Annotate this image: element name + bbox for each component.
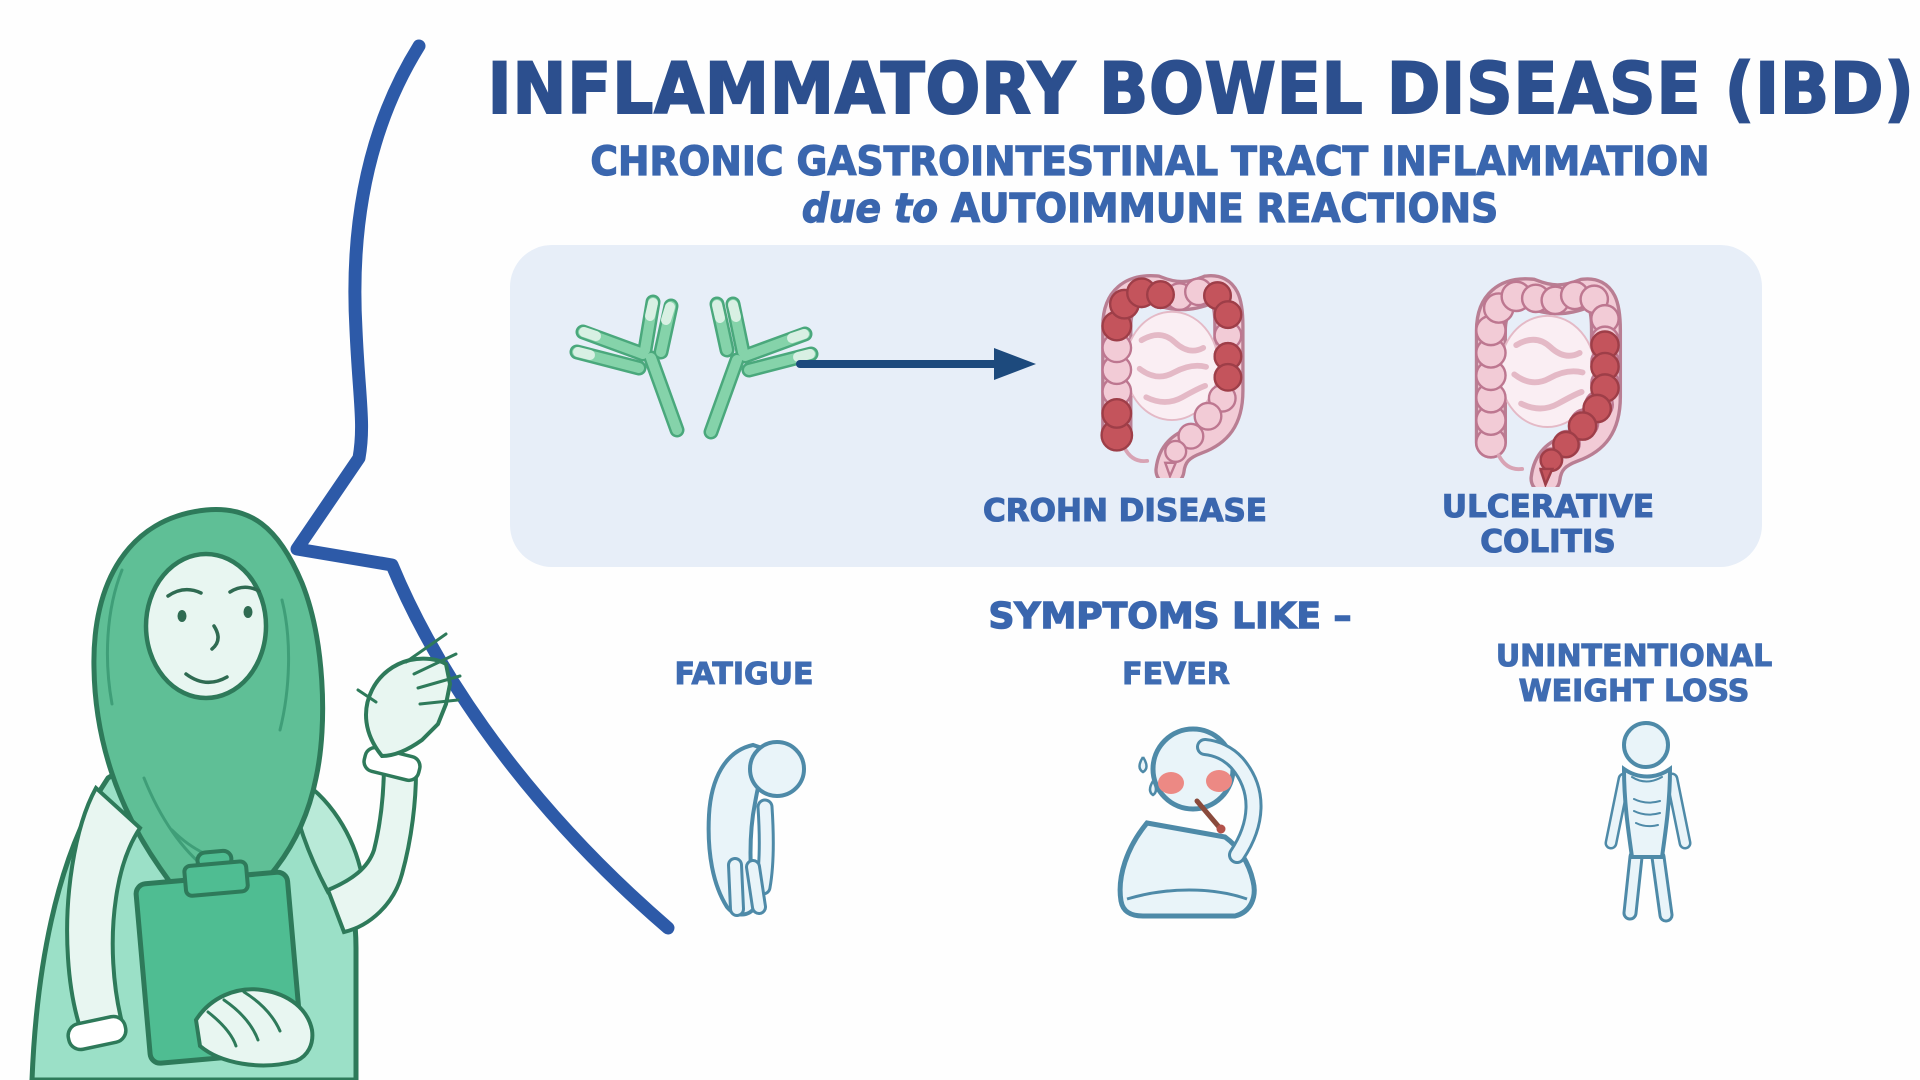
symptoms-heading: SYMPTOMS LIKE – xyxy=(988,595,1352,637)
antibody-icon xyxy=(569,294,819,440)
crohn-colon-illustration xyxy=(1100,274,1245,478)
autoimmune-text: AUTOIMMUNE REACTIONS xyxy=(950,185,1499,232)
presenter-woman-illustration xyxy=(29,507,462,1080)
page-subtitle: CHRONIC GASTROINTESTINAL TRACT INFLAMMAT… xyxy=(590,138,1710,185)
fever-label: FEVER xyxy=(1122,657,1231,692)
fatigued-person-icon xyxy=(706,740,806,917)
fever-person-icon xyxy=(1117,726,1263,919)
ulcerative-colitis-label: ULCERATIVE COLITIS xyxy=(1441,489,1655,560)
gesturing-hand xyxy=(356,632,462,759)
page-title: INFLAMMATORY BOWEL DISEASE (IBD) xyxy=(487,47,1915,131)
weight-loss-label: UNINTENTIONAL WEIGHT LOSS xyxy=(1495,639,1773,709)
face xyxy=(143,551,269,701)
fatigue-label: FATIGUE xyxy=(674,657,814,692)
underweight-person-icon xyxy=(1604,721,1692,923)
due-to-text: due to xyxy=(801,185,951,232)
crohn-disease-label: CROHN DISEASE xyxy=(982,493,1267,529)
holding-hand xyxy=(193,987,315,1068)
page-subtitle-line2: due to AUTOIMMUNE REACTIONS xyxy=(473,185,1827,232)
right-arrow-icon xyxy=(796,348,1036,380)
ulcerative-colitis-colon-illustration xyxy=(1474,277,1623,487)
